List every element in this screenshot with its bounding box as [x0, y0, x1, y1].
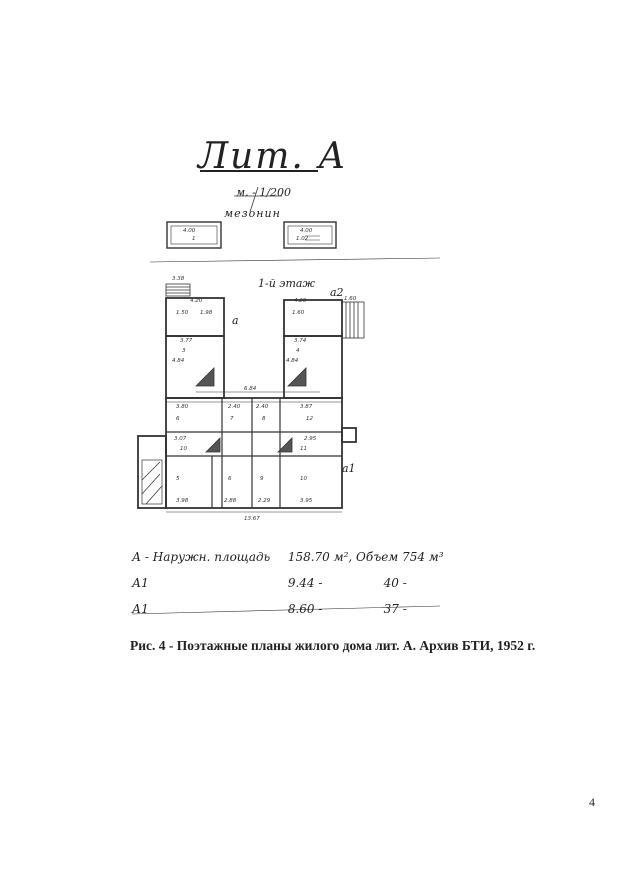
dim-r10: 3.07 [174, 436, 187, 442]
area-line-1: А - Наружн. площадь 158.70 м², Объем 754… [132, 550, 444, 564]
area-label-1: А - Наружн. площадь [132, 550, 271, 564]
dim-h2: 2.40 [256, 404, 269, 410]
dim-stair-l: 3.38 [172, 276, 185, 282]
floor-label: 1-й этаж [258, 277, 315, 290]
dim-r1: 3.80 [176, 404, 189, 410]
room-10: 10 [180, 446, 187, 452]
marker-a2: а2 [330, 286, 344, 299]
dim-r3w: 3.77 [180, 338, 193, 344]
area-volume-1: Объем 754 м³ [356, 550, 444, 564]
dim-r4w: 3.74 [294, 338, 307, 344]
room-9: 9 [260, 476, 264, 482]
marker-a1: а1 [342, 462, 356, 475]
area-label-2: А1 [132, 576, 149, 590]
room-6: 6 [176, 416, 180, 422]
area-volume-2: 40 - [383, 576, 407, 590]
dim-total: 13.67 [244, 516, 260, 522]
room-7: 7 [230, 416, 234, 422]
dim-stair-r: 1.60 [344, 296, 357, 302]
room-4: 4 [296, 348, 300, 354]
mezzanine-label: мезонин [224, 207, 281, 220]
dim-m2: 4.00 [300, 228, 313, 234]
figure-caption: Рис. 4 - Поэтажные планы жилого дома лит… [130, 638, 536, 653]
area-value-2: 9.44 - [287, 576, 323, 590]
dim-v2: 1.98 [200, 310, 213, 316]
room-8: 8 [262, 416, 266, 422]
dim-v1: 1.50 [176, 310, 189, 316]
dim-h1: 2.40 [228, 404, 241, 410]
dim-top-r: 4.20 [294, 298, 307, 304]
area-value-3: 8.60 - [287, 602, 323, 616]
room-12: 12 [306, 416, 313, 422]
area-label-3: А1 [132, 602, 149, 616]
marker-a: а [232, 314, 239, 327]
dim-r5: 3.98 [176, 498, 189, 504]
mezzanine-plan [166, 221, 337, 249]
page-number: 4 [589, 795, 595, 809]
room-3: 3 [182, 348, 186, 354]
dim-r3h: 4.84 [172, 358, 185, 364]
plan-walls [137, 297, 357, 509]
dim-m1: 4.00 [183, 228, 196, 234]
dim-r4h: 4.84 [286, 358, 299, 364]
area-volume-3: 37 - [383, 602, 407, 616]
dim-r10b: 3.95 [300, 498, 313, 504]
room-5: 5 [176, 476, 180, 482]
title-underline [200, 170, 318, 172]
room-6b: 6 [228, 476, 232, 482]
dim-r9: 2.29 [258, 498, 271, 504]
room-11: 11 [300, 446, 307, 452]
area-line-2: А1 9.44 - 40 - [132, 576, 407, 590]
area-line-3: А1 8.60 - 37 - [132, 602, 407, 616]
area-value-1: 158.70 м² [287, 550, 349, 564]
dim-mid: 6.84 [244, 386, 257, 392]
dim-r11: 2.95 [304, 436, 317, 442]
dim-r2: 3.87 [300, 404, 313, 410]
dim-m2x: 1.02 [296, 236, 309, 242]
dim-top-l: 4.20 [190, 298, 203, 304]
dim-m1n: 1 [192, 236, 196, 242]
dim-r6: 2.88 [224, 498, 237, 504]
room-10b: 10 [300, 476, 307, 482]
dim-v3: 1.60 [292, 310, 305, 316]
